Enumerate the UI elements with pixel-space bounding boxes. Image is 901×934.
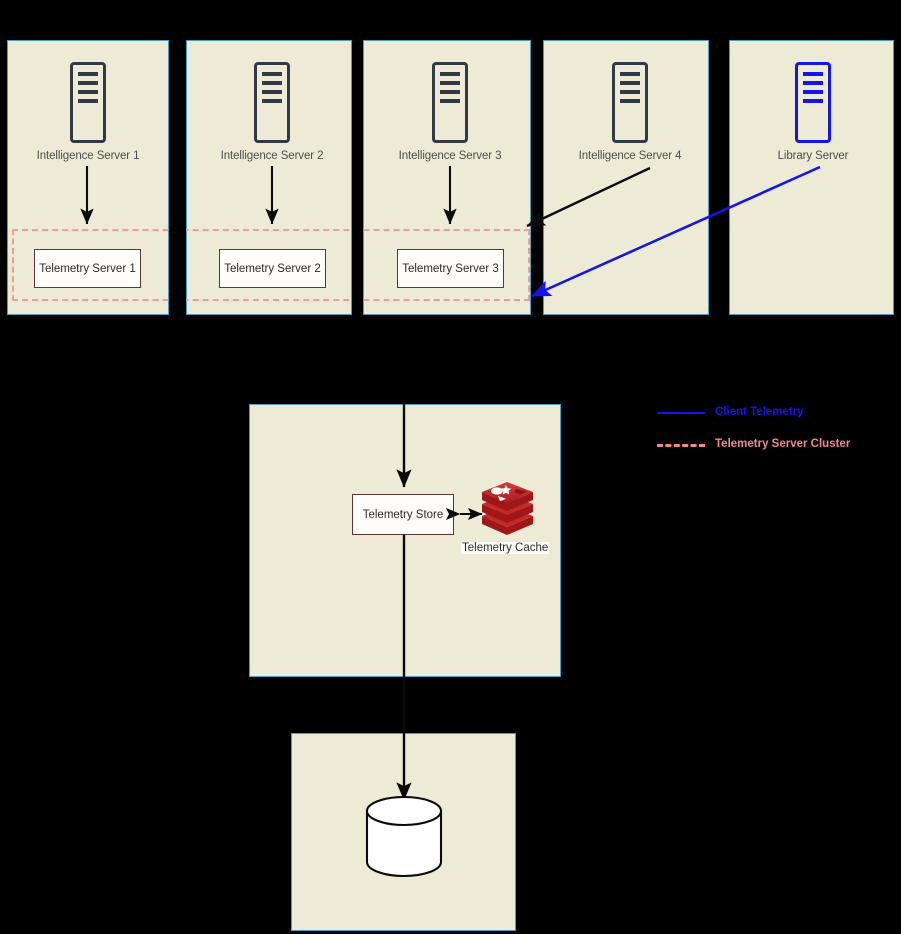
label-telemetry-cache: Telemetry Cache	[461, 542, 550, 554]
node-telemetry-server-3[interactable]: Telemetry Server 3	[397, 249, 504, 288]
label-intelligence-server-1: Intelligence Server 1	[36, 150, 140, 162]
label-pa-warehouse: PA Warehouse	[375, 824, 434, 850]
server-icon-bar	[620, 99, 640, 103]
library-server-icon-bar	[803, 81, 823, 85]
server-icon-bar	[440, 81, 460, 85]
legend-dashed-line-icon	[657, 444, 705, 447]
label-intelligence-server-2: Intelligence Server 2	[220, 150, 324, 162]
node-telemetry-store[interactable]: Telemetry Store	[352, 494, 454, 535]
library-server-icon-bar	[803, 72, 823, 76]
label-intelligence-server-4: Intelligence Server 4	[578, 150, 682, 162]
server-icon-bar	[262, 99, 282, 103]
label-library-server: Library Server	[777, 150, 849, 162]
server-icon-bar	[78, 90, 98, 94]
library-server-icon-bar	[803, 99, 823, 103]
library-server-icon	[795, 62, 831, 143]
legend-label-telemetry-server-cluster: Telemetry Server Cluster	[715, 438, 851, 450]
telemetry-server-cluster-boundary	[12, 229, 530, 301]
node-telemetry-server-1[interactable]: Telemetry Server 1	[34, 249, 141, 288]
server-icon-bar	[78, 99, 98, 103]
server-icon-bar	[78, 81, 98, 85]
server-icon-bar	[440, 99, 460, 103]
server-icon-bar	[620, 81, 640, 85]
server-icon-intelligence-3	[432, 62, 468, 143]
server-icon-intelligence-2	[254, 62, 290, 143]
server-icon-bar	[262, 72, 282, 76]
server-icon-bar	[620, 72, 640, 76]
legend-solid-line-icon	[657, 412, 705, 414]
label-intelligence-server-3: Intelligence Server 3	[398, 150, 502, 162]
legend-label-client-telemetry: Client Telemetry	[715, 406, 804, 418]
library-server-icon-bar	[803, 90, 823, 94]
panel-gutter-1	[170, 227, 186, 304]
server-icon-bar	[262, 90, 282, 94]
server-icon-bar	[620, 90, 640, 94]
node-telemetry-server-2[interactable]: Telemetry Server 2	[219, 249, 326, 288]
server-icon-bar	[440, 90, 460, 94]
server-icon-bar	[78, 72, 98, 76]
server-icon-intelligence-1	[70, 62, 106, 143]
server-icon-intelligence-4	[612, 62, 648, 143]
panel-gutter-2	[352, 227, 363, 304]
server-icon-bar	[262, 81, 282, 85]
panel-telemetry-store[interactable]	[249, 404, 561, 677]
server-icon-bar	[440, 72, 460, 76]
